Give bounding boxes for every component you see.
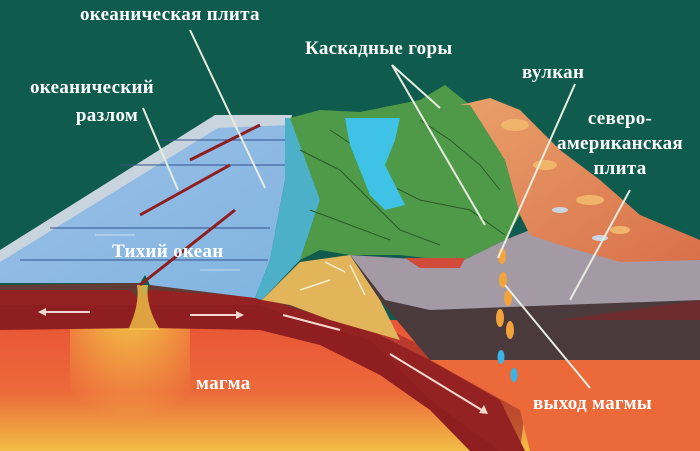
label-volcano: вулкан (522, 62, 585, 83)
label-north-american-line3: плита (593, 158, 647, 179)
label-oceanic-fault-line1: океанический (30, 77, 155, 98)
label-north-american-plate: северо- американская плита (545, 108, 695, 180)
magma-droplets (496, 248, 518, 382)
leader-lines (142, 29, 631, 389)
north-american-plate-surface (460, 98, 700, 262)
label-oceanic-fault-line2: разлом (75, 105, 139, 126)
label-pacific-ocean: Тихий океан (112, 241, 224, 262)
label-north-american-line1: северо- (587, 108, 653, 129)
label-oceanic-plate: океаническая плита (80, 4, 260, 25)
accretionary-wedge (262, 255, 400, 340)
label-north-american-line2: американская (557, 133, 683, 154)
lake (345, 118, 405, 210)
label-magma-outlet: выход магмы (533, 393, 652, 414)
label-magma: магма (196, 373, 251, 394)
cascade-mountains (290, 85, 520, 268)
continental-shelf (255, 118, 320, 300)
label-cascade-mountains: Каскадные горы (305, 38, 453, 59)
ocean-plate (0, 115, 292, 298)
label-oceanic-fault: океанический разлом (30, 77, 154, 127)
oceanic-crust (0, 283, 525, 451)
